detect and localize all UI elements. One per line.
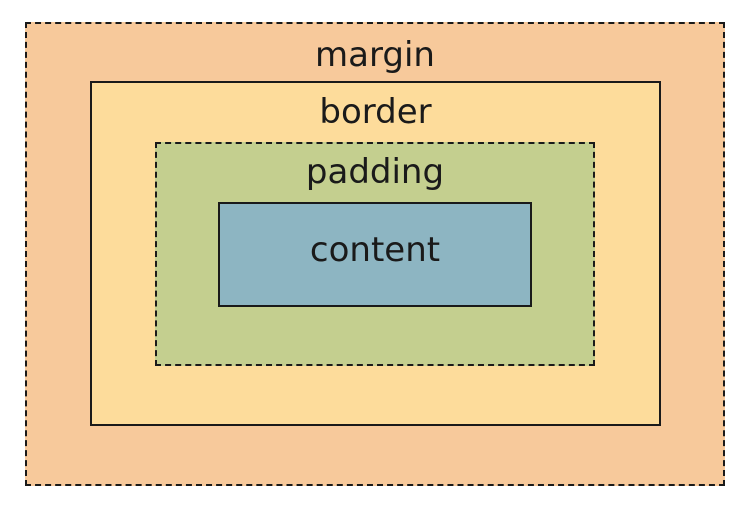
margin-label: margin [315,35,435,75]
border-label: border [319,92,432,132]
content-label: content [309,230,441,270]
content-box: content [218,202,532,307]
padding-label: padding [305,152,445,192]
